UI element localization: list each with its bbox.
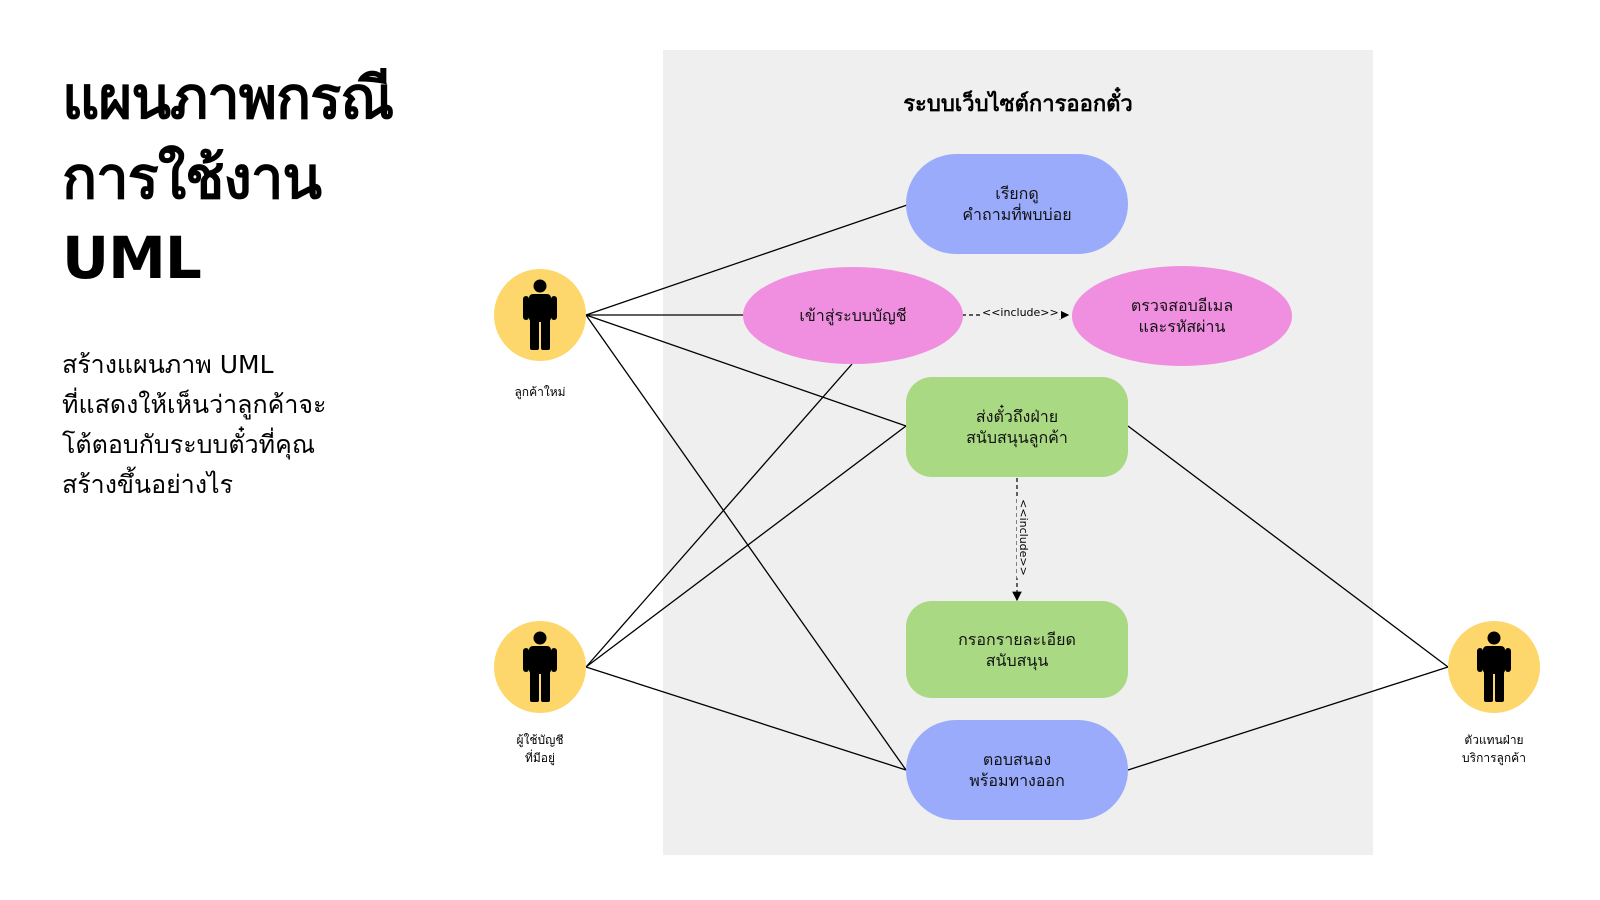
assoc-existing-respond: [585, 666, 907, 771]
usecase-browse-faq[interactable]: เรียกดู คำถามที่พบบ่อย: [906, 154, 1128, 254]
usecase-login[interactable]: เข้าสู่ระบบบัญชี: [743, 267, 963, 364]
description: สร้างแผนภาพ UML ที่แสดงให้เห็นว่าลูกค้าจ…: [62, 345, 462, 505]
description-line-2: ที่แสดงให้เห็นว่าลูกค้าจะ: [62, 390, 327, 419]
assoc-new-respond: [585, 314, 907, 771]
actor-new-customer[interactable]: [494, 269, 586, 361]
description-line-3: โต้ตอบกับระบบตั๋วที่คุณ: [62, 430, 316, 459]
actor-support-agent[interactable]: [1448, 621, 1540, 713]
assoc-new-send: [585, 314, 907, 427]
assoc-existing-send: [585, 425, 907, 668]
actor-label-support-agent: ตัวแทนฝ่าย บริการลูกค้า: [1462, 733, 1526, 765]
assoc-new-faq: [585, 203, 911, 316]
include-label-vertical: <<include>>: [1016, 497, 1030, 578]
title-line-1: แผนภาพกรณี: [62, 64, 394, 132]
person-icon: [523, 279, 557, 350]
assoc-agent-respond: [1127, 666, 1449, 771]
assoc-existing-login: [585, 363, 853, 668]
description-line-4: สร้างขึ้นอย่างไร: [62, 470, 234, 499]
include-label-horizontal: <<include>>: [980, 306, 1061, 319]
title-line-3: UML: [62, 224, 202, 292]
person-icon: [523, 631, 557, 702]
usecase-respond-with-solution[interactable]: ตอบสนอง พร้อมทางออก: [906, 720, 1128, 820]
page-title: แผนภาพกรณี การใช้งาน UML: [62, 58, 522, 298]
system-title: ระบบเว็บไซต์การออกตั๋ว: [903, 92, 1133, 117]
actor-existing-user[interactable]: [494, 621, 586, 713]
assoc-agent-send: [1127, 425, 1449, 668]
description-line-1: สร้างแผนภาพ UML: [62, 350, 274, 379]
usecase-fill-support-details[interactable]: กรอกรายละเอียด สนับสนุน: [906, 601, 1128, 698]
usecase-verify-email-password[interactable]: ตรวจสอบอีเมล และรหัสผ่าน: [1072, 266, 1292, 366]
person-icon: [1477, 631, 1511, 702]
actor-label-new-customer: ลูกค้าใหม่: [514, 385, 566, 399]
title-line-2: การใช้งาน: [62, 144, 322, 212]
usecase-send-ticket[interactable]: ส่งตั๋วถึงฝ่าย สนับสนุนลูกค้า: [906, 377, 1128, 477]
actor-label-existing-user: ผู้ใช้บัญชี ที่มีอยู่: [516, 733, 564, 765]
